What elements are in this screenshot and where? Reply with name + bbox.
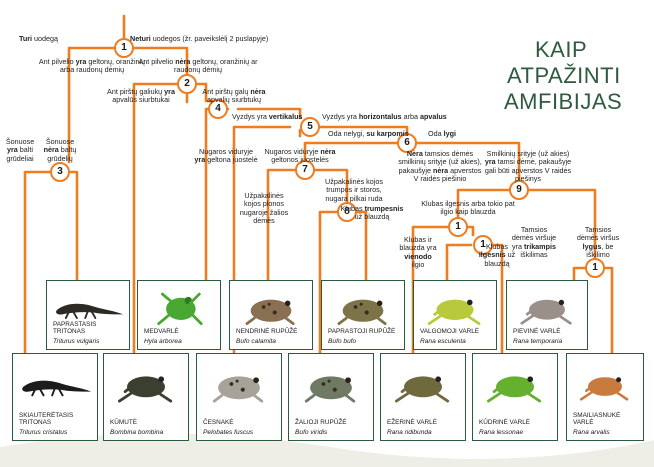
key-label-l6b: Oda lygi	[428, 129, 456, 138]
toad-icon	[201, 358, 277, 410]
species-name: MEDVARLĖ	[144, 327, 179, 335]
node-badge-n11: 1	[473, 235, 493, 255]
key-label-l6a: Oda nelygi, su karpomis	[328, 129, 409, 138]
toad-icon	[326, 285, 400, 329]
species-card-kumute: KŪMUTĖ Bombina bombina	[103, 353, 189, 441]
species-latin-name: Rana arvalis	[573, 429, 610, 436]
key-label-l9b: Smilkinių srityje (už akies)yra tamsi dė…	[484, 149, 572, 184]
species-latin-name: Triturus vulgaris	[53, 338, 100, 345]
species-name: VALGOMOJI VARLĖ	[420, 327, 480, 335]
species-latin-name: Triturus cristatus	[19, 429, 68, 436]
species-name: ŽALIOJI RUPŪŽĖ	[295, 418, 347, 426]
species-card-pievine-varle: PIEVINĖ VARLĖ Rana temporaria	[506, 280, 588, 350]
species-latin-name: Rana temporaria	[513, 338, 563, 345]
node-badge-n4: 4	[208, 99, 228, 119]
species-name: PIEVINĖ VARLĖ	[513, 327, 561, 335]
species-latin-name: Hyla arborea	[144, 338, 182, 345]
title-line-3: AMFIBIJAS	[504, 89, 623, 114]
node-badge-n10: 1	[448, 217, 468, 237]
frog-icon	[418, 285, 492, 329]
species-name: KŪMUTĖ	[110, 418, 137, 426]
node-badge-n9: 9	[509, 180, 529, 200]
newt-icon	[51, 285, 125, 329]
toad-icon	[293, 358, 369, 410]
toad-icon	[234, 285, 308, 329]
frog-icon	[571, 358, 639, 410]
species-card-medvarle: MEDVARLĖ Hyla arborea	[137, 280, 221, 350]
node-badge-n5: 5	[300, 117, 320, 137]
key-label-l5b: Vyzdys yra horizontalus arba apvalus	[322, 112, 447, 121]
species-name: SMAILIASNUKĖ VARLĖ	[573, 411, 621, 426]
title-line-2: ATPAŽINTI	[507, 63, 621, 88]
species-name: PAPRASTASIS TRITONAS	[53, 320, 97, 335]
node-badge-n1: 1	[114, 38, 134, 58]
species-card-kudrine-varle: KŪDRINĖ VARLĖ Rana lessonae	[472, 353, 558, 441]
species-name: EŽERINĖ VARLĖ	[387, 418, 437, 426]
species-card-paprastoji-rupuze: PAPRASTOJI RUPŪŽĖ Bufo bufo	[321, 280, 405, 350]
species-card-valgomoji-varle: VALGOMOJI VARLĖ Rana esculenta	[413, 280, 497, 350]
frog-icon	[477, 358, 553, 410]
species-card-skiauteretasis-tritonas: SKIAUTERĖTASIS TRITONAS Triturus cristatu…	[12, 353, 98, 441]
node-badge-n12: 1	[585, 258, 605, 278]
species-latin-name: Bufo bufo	[328, 338, 357, 345]
species-name: KŪDRINĖ VARLĖ	[479, 418, 531, 426]
species-card-cesnake: ČESNAKĖ Pelobates fuscus	[196, 353, 282, 441]
species-name: NENDRINĖ RUPŪŽĖ	[236, 327, 298, 335]
node-badge-n8: 8	[337, 202, 357, 222]
key-label-l1a: Turi uodegą	[18, 34, 58, 43]
species-latin-name: Pelobates fuscus	[203, 429, 254, 436]
species-card-paprastasis-tritonas: PAPRASTASIS TRITONAS Triturus vulgaris	[46, 280, 130, 350]
species-card-zalioji-rupuze: ŽALIOJI RUPŪŽĖ Bufo viridis	[288, 353, 374, 441]
species-latin-name: Rana esculenta	[420, 338, 466, 345]
tree-frog-icon	[142, 285, 216, 329]
species-latin-name: Rana ridibunda	[387, 429, 432, 436]
title-line-1: KAIP	[535, 37, 588, 62]
node-badge-n6: 6	[397, 133, 417, 153]
species-name: ČESNAKĖ	[203, 418, 234, 426]
node-badge-n7: 7	[295, 160, 315, 180]
frog-icon	[108, 358, 184, 410]
frog-icon	[511, 285, 583, 329]
species-card-smailiasnuke-varle: SMAILIASNUKĖ VARLĖ Rana arvalis	[566, 353, 644, 441]
node-badge-n3: 3	[50, 162, 70, 182]
frog-icon	[385, 358, 461, 410]
species-latin-name: Rana lessonae	[479, 429, 523, 436]
species-latin-name: Bufo viridis	[295, 429, 328, 436]
node-badge-n2: 2	[177, 74, 197, 94]
species-latin-name: Bufo calamita	[236, 338, 276, 345]
species-card-ezerine-varle: EŽERINĖ VARLĖ Rana ridibunda	[380, 353, 466, 441]
species-latin-name: Bombina bombina	[110, 429, 164, 436]
key-label-l1b: Neturi uodegos (žr. paveikslėlį 2 puslap…	[130, 34, 269, 43]
species-name: SKIAUTERĖTASIS TRITONAS	[19, 411, 74, 426]
newt-icon	[17, 358, 93, 410]
species-card-nendrine-rupuze: NENDRINĖ RUPŪŽĖ Bufo calamita	[229, 280, 313, 350]
species-name: PAPRASTOJI RUPŪŽĖ	[328, 327, 396, 335]
bottom-wave	[0, 433, 654, 467]
key-label-l5a: Vyzdys yra vertikalus	[232, 112, 303, 121]
